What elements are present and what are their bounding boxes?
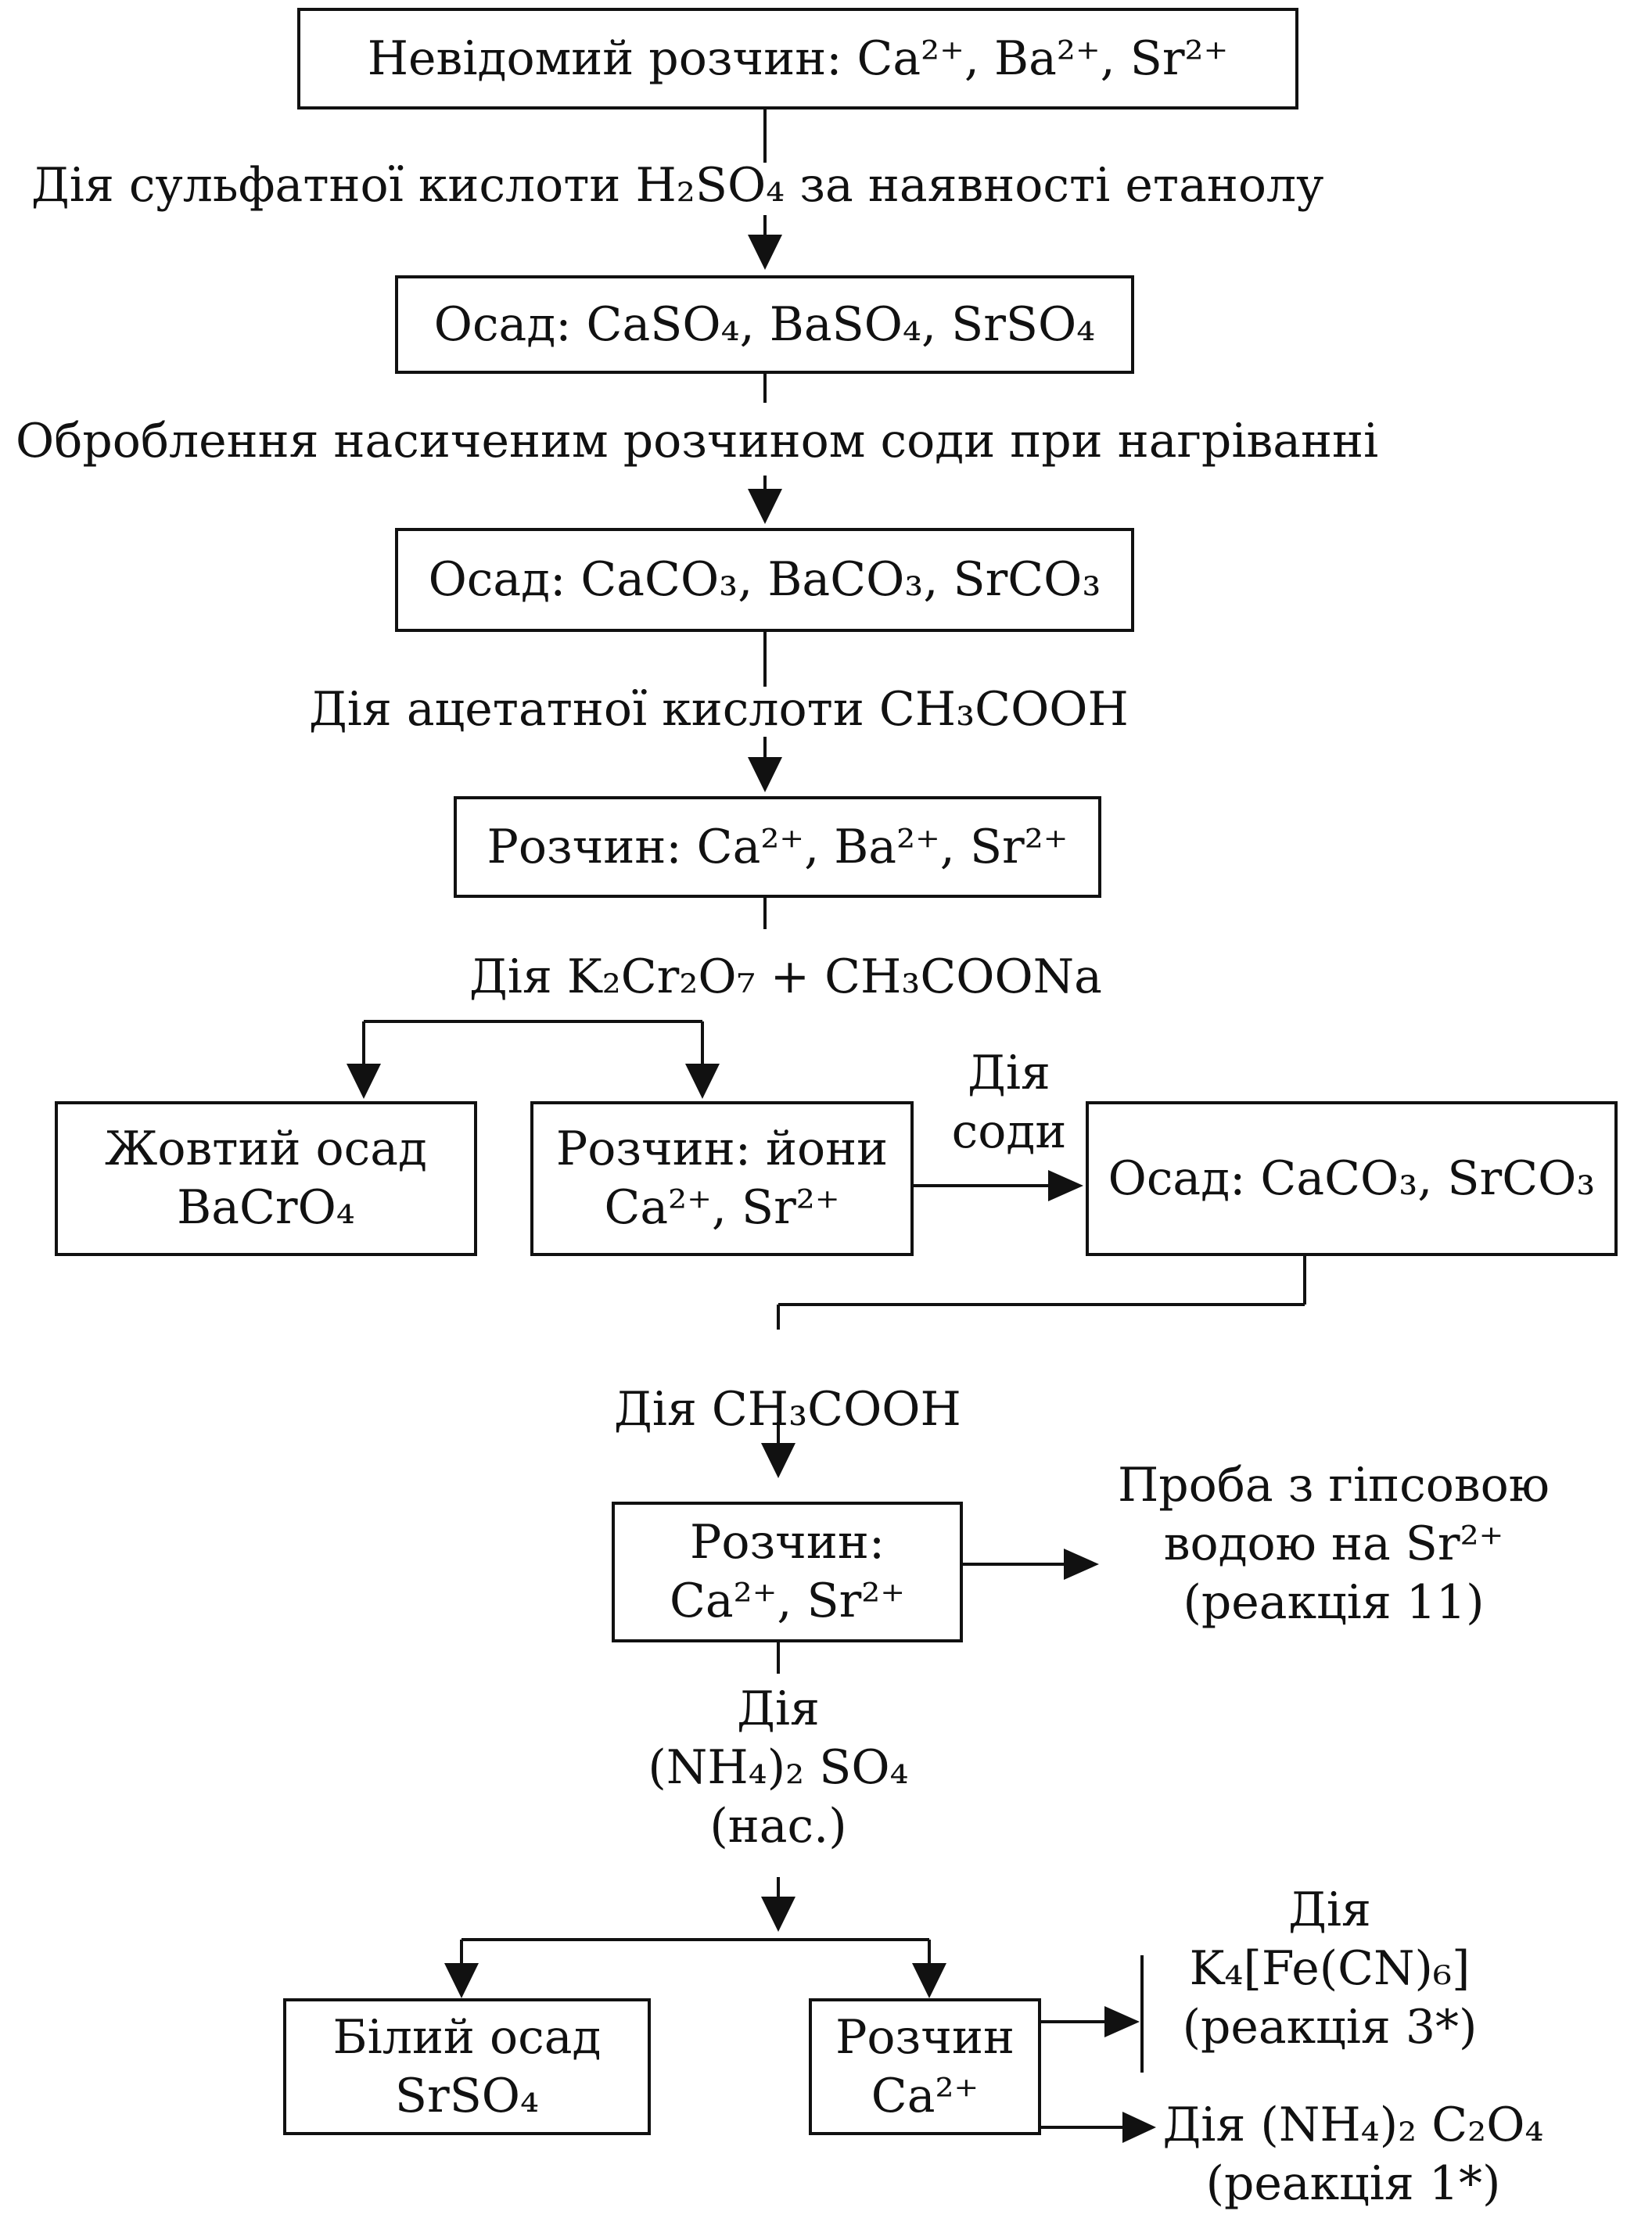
arrowhead-8 (1064, 1549, 1099, 1580)
unknown-solution-text: Невідомий розчин: Ca²⁺, Ba²⁺, Sr²⁺ (367, 31, 1229, 86)
arrowhead-2 (748, 489, 782, 524)
carbonate-ca-sr-box: Осад: CaCO₃, SrCO₃ (1086, 1101, 1618, 1256)
solution-ca-sr-2-box: Розчин: Ca²⁺, Sr²⁺ (612, 1502, 963, 1642)
yellow-precipitate-box: Жовтий осад BaCrO₄ (55, 1101, 477, 1256)
solution-ca-sr-box: Розчин: йони Ca²⁺, Sr²⁺ (530, 1101, 914, 1256)
arrowhead-12 (1104, 2006, 1140, 2037)
ferrocyanide-line2: K₄[Fe(CN)₆] (1189, 1941, 1471, 1996)
sulfate-precipitate-text: Осад: CaSO₄, BaSO₄, SrSO₄ (433, 296, 1096, 352)
soda-action-line2: соди (951, 1104, 1067, 1159)
solution-text: Розчин: Ca²⁺, Ba²⁺, Sr²⁺ (487, 819, 1068, 874)
carbonate-precipitate-text: Осад: CaCO₃, BaCO₃, SrCO₃ (428, 552, 1101, 607)
solution-ca-box: Розчин Ca²⁺ (809, 1998, 1041, 2135)
ammonium-sulfate-line3: (нас.) (709, 1799, 847, 1854)
step-sulfuric-acid: Дія сульфатної кислоти H₂SO₄ за наявност… (31, 158, 1324, 213)
gypsum-test-line3: (реакція 11) (1183, 1575, 1485, 1630)
step-soda-action: Дія соди (931, 1044, 1087, 1161)
white-precipitate-line1: Білий осад (332, 2009, 602, 2065)
arrowhead-1 (748, 235, 782, 270)
step-ammonium-sulfate: Дія (NH₄)₂ SO₄ (нас.) (583, 1680, 974, 1856)
arrowhead-7 (761, 1443, 795, 1478)
oxalate-line1: Дія (NH₄)₂ C₂O₄ (1162, 2098, 1544, 2152)
ammonium-sulfate-line1: Дія (737, 1682, 820, 1736)
step-gypsum-test: Проба з гіпсовою водою на Sr²⁺ (реакція … (1087, 1456, 1580, 1632)
arrowhead-5 (685, 1064, 720, 1099)
step-acetic-acid-2: Дія CH₃COOH (614, 1382, 961, 1437)
solution-ca-sr-line1: Розчин: йони (555, 1122, 889, 1176)
solution-ca-sr-line2: Ca²⁺, Sr²⁺ (604, 1180, 840, 1235)
solution-ca-line1: Розчин (835, 2009, 1015, 2065)
soda-action-line1: Дія (968, 1046, 1050, 1100)
white-precipitate-box: Білий осад SrSO₄ (283, 1998, 651, 2135)
yellow-precipitate-line2: BaCrO₄ (177, 1180, 355, 1235)
gypsum-test-line1: Проба з гіпсовою (1117, 1458, 1550, 1513)
arrowhead-6 (1048, 1170, 1083, 1201)
yellow-precipitate-line1: Жовтий осад (104, 1122, 427, 1176)
arrowhead-13 (1122, 2112, 1156, 2143)
solution-ca-sr-2-line2: Ca²⁺, Sr²⁺ (669, 1574, 906, 1628)
arrowhead-11 (912, 1963, 946, 1998)
oxalate-line2: (реакція 1*) (1205, 2156, 1501, 2211)
step-oxalate: Дія (NH₄)₂ C₂O₄ (реакція 1*) (1134, 2096, 1572, 2213)
step-dichromate: Дія K₂Cr₂O₇ + CH₃COONa (469, 949, 1102, 1004)
arrowhead-4 (347, 1064, 381, 1099)
arrowhead-9 (761, 1897, 795, 1932)
arrowhead-10 (444, 1963, 479, 1998)
arrowhead-3 (748, 757, 782, 792)
unknown-solution-box: Невідомий розчин: Ca²⁺, Ba²⁺, Sr²⁺ (297, 8, 1298, 109)
sulfate-precipitate-box: Осад: CaSO₄, BaSO₄, SrSO₄ (395, 275, 1134, 374)
ammonium-sulfate-line2: (NH₄)₂ SO₄ (648, 1740, 909, 1795)
step-soda-treatment: Оброблення насиченим розчином соди при н… (16, 414, 1379, 468)
step-acetic-acid: Дія ацетатної кислоти CH₃COOH (309, 682, 1129, 737)
ferrocyanide-line3: (реакція 3*) (1182, 2000, 1478, 2055)
solution-ca-line2: Ca²⁺ (871, 2068, 979, 2123)
carbonate-ca-sr-text: Осад: CaCO₃, SrCO₃ (1108, 1150, 1596, 1206)
white-precipitate-line2: SrSO₄ (394, 2068, 540, 2123)
carbonate-precipitate-box: Осад: CaCO₃, BaCO₃, SrCO₃ (395, 528, 1134, 632)
step-ferrocyanide: Дія K₄[Fe(CN)₆] (реакція 3*) (1150, 1881, 1510, 2057)
solution-box: Розчин: Ca²⁺, Ba²⁺, Sr²⁺ (454, 796, 1101, 898)
solution-ca-sr-2-line1: Розчин: (689, 1515, 885, 1570)
gypsum-test-line2: водою на Sr²⁺ (1163, 1517, 1504, 1571)
ferrocyanide-line1: Дія (1288, 1883, 1371, 1937)
